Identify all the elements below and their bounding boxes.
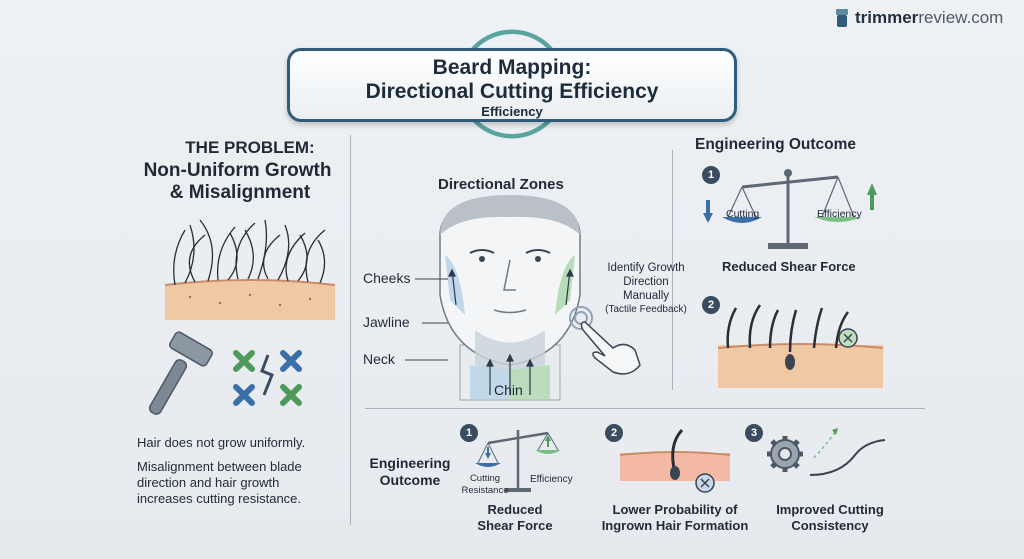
brand-part1: trimmer [855,8,919,27]
zone-leader-lines [405,278,448,361]
brand-part2: review.com [918,8,1004,27]
outcome-bottom-cutting-line1: Cutting [469,473,501,484]
hair-skin-illustration [164,219,336,320]
trimmer-logo-icon [836,9,848,27]
problem-heading: THE PROBLEM: [185,138,315,157]
outcome-bottom-heading-line2: Outcome [379,472,441,488]
outcome-right-reduced: Reduced Shear Force [722,259,856,274]
brand-logo: trimmerreview.com [834,8,1003,28]
razor-icon [148,331,213,415]
callout-line3: Manually [622,290,670,302]
outcome-bottom-cutting-line2: Resistance [461,485,509,496]
outcome-bottom-item3-line1: Improved Cutting [776,502,884,517]
callout-line4: (Tactile Feedback) [605,304,687,315]
outcome-bottom-item1-line2: Shear Force [477,518,553,533]
zone-label-jawline: Jawline [363,314,410,330]
problem-subheading-line1: Non-Uniform Growth [143,160,332,181]
left-divider [350,135,351,525]
outcome-bottom-number-2: 2 [605,424,623,442]
outcome-right-cutting: Cutting [726,208,760,220]
misalignment-x-icons [233,350,302,406]
problem-text2-line2: direction and hair growth [137,475,280,490]
skin-follicle-icon [717,304,884,388]
zone-label-cheeks: Cheeks [363,270,411,286]
zones-heading: Directional Zones [438,176,564,193]
title-box: Beard Mapping: Directional Cutting Effic… [287,48,737,122]
zone-label-neck: Neck [363,351,395,367]
problem-text1: Hair does not grow uniformly. [137,435,306,450]
outcome-bottom-item1-line1: Reduced [487,502,543,517]
callout-line2: Direction [623,276,669,288]
outcome-bottom-item3-line2: Consistency [791,518,869,533]
outcome-right-efficiency: Efficiency [817,208,862,220]
title-line3: Efficiency [481,104,543,119]
ingrown-hair-icon [619,428,731,493]
zone-label-chin: Chin [494,382,523,398]
title-line2: Directional Cutting Efficiency [365,80,659,103]
right-divider [672,150,673,390]
outcome-bottom-heading-line1: Engineering [369,455,451,471]
callout-line1: Identify Growth [607,262,685,274]
outcome-right-number-1: 1 [702,166,720,184]
pointing-hand-icon [569,306,641,375]
outcome-bottom-number-3: 3 [745,424,763,442]
outcome-right-heading: Engineering Outcome [695,136,857,153]
problem-subheading-line2: & Misalignment [169,182,311,203]
title-line1: Beard Mapping: [432,56,592,79]
outcome-bottom-item2-line1: Lower Probability of [612,502,738,517]
problem-text2-line1: Misalignment between blade [137,459,302,474]
scale-balance-icon [703,169,877,249]
outcome-bottom-efficiency: Efficiency [530,474,573,485]
outcome-bottom-item2-line2: Ingrown Hair Formation [601,518,749,533]
outcome-right-number-2: 2 [702,296,720,314]
bottom-divider [365,408,925,409]
outcome-bottom-number-1: 1 [460,424,478,442]
bottom-scale-icon [475,430,561,492]
problem-text2-line3: increases cutting resistance. [137,491,302,506]
face-illustration [439,195,581,401]
gear-curve-icon [767,428,886,476]
